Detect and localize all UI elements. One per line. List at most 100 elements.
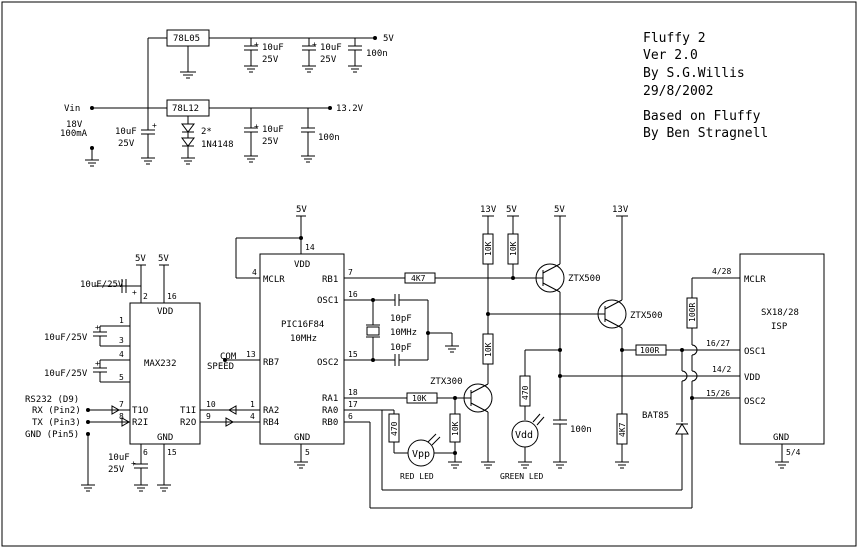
svg-text:9: 9 — [206, 412, 211, 421]
svg-text:OSC2: OSC2 — [317, 358, 339, 368]
svg-text:5: 5 — [119, 373, 124, 382]
svg-text:10uF: 10uF — [108, 453, 130, 463]
out-13v-label: 13.2V — [336, 104, 364, 114]
svg-text:4: 4 — [252, 268, 257, 277]
title-line-1: Fluffy 2 — [643, 31, 706, 46]
svg-text:VDD: VDD — [294, 260, 310, 270]
svg-text:GND: GND — [157, 433, 173, 443]
pic-body — [259, 253, 345, 445]
svg-text:15/26: 15/26 — [706, 389, 730, 398]
svg-text:RA1: RA1 — [322, 394, 338, 404]
svg-text:5V: 5V — [135, 254, 146, 264]
svg-text:6: 6 — [143, 448, 148, 457]
green-led-stage: 470 Vdd GREEN LED 100n — [500, 348, 740, 481]
svg-text:100R: 100R — [640, 346, 659, 355]
rs232-tx: TX (Pin3) — [32, 418, 81, 428]
svg-text:4: 4 — [250, 412, 255, 421]
svg-text:GND: GND — [773, 433, 789, 443]
svg-text:10K: 10K — [412, 394, 427, 403]
reg1-label: 78L05 — [173, 34, 200, 44]
svg-text:4K7: 4K7 — [411, 274, 426, 283]
svg-text:8: 8 — [119, 412, 124, 421]
svg-text:T1O: T1O — [132, 406, 148, 416]
svg-text:+: + — [254, 40, 259, 49]
svg-text:T1I: T1I — [180, 406, 196, 416]
svg-text:100n: 100n — [366, 49, 388, 59]
svg-text:4/28: 4/28 — [712, 267, 731, 276]
svg-text:16: 16 — [348, 290, 358, 299]
svg-text:25V: 25V — [320, 55, 337, 65]
svg-text:10uF: 10uF — [262, 43, 284, 53]
title-line-2: Ver 2.0 — [643, 48, 698, 63]
svg-text:MCLR: MCLR — [263, 275, 285, 285]
svg-text:2: 2 — [143, 292, 148, 301]
svg-text:ISP: ISP — [771, 322, 788, 332]
svg-text:5V: 5V — [296, 205, 307, 215]
svg-text:SPEED: SPEED — [207, 362, 234, 372]
svg-text:10K: 10K — [509, 241, 518, 256]
svg-text:+: + — [312, 40, 317, 49]
svg-text:10K: 10K — [484, 342, 493, 357]
svg-text:1N4148: 1N4148 — [201, 140, 234, 150]
svg-text:5V: 5V — [554, 205, 565, 215]
transistor-ztx300 — [463, 383, 493, 413]
svg-text:470: 470 — [521, 385, 530, 400]
svg-text:OSC1: OSC1 — [744, 347, 766, 357]
svg-text:25V: 25V — [118, 139, 135, 149]
green-led-label: GREEN LED — [500, 472, 544, 481]
svg-text:RA0: RA0 — [322, 406, 338, 416]
svg-text:GND: GND — [294, 433, 310, 443]
based-on-line-1: Based on Fluffy — [643, 109, 761, 124]
svg-text:BAT85: BAT85 — [642, 411, 669, 421]
svg-text:3: 3 — [119, 336, 124, 345]
svg-text:6: 6 — [348, 412, 353, 421]
svg-text:10uF: 10uF — [262, 125, 284, 135]
cap-5v-3: 100n — [348, 38, 388, 73]
svg-text:ZTX300: ZTX300 — [430, 377, 463, 387]
svg-text:Vpp: Vpp — [412, 449, 430, 460]
vin-label: Vin — [64, 104, 80, 114]
svg-text:10MHz: 10MHz — [390, 328, 417, 338]
svg-text:VDD: VDD — [744, 373, 760, 383]
svg-text:7: 7 — [119, 400, 124, 409]
cap-vin: + 10uF 25V — [115, 108, 157, 165]
isp-body — [739, 253, 825, 445]
diodes-1n4148: 2* 1N4148 — [181, 116, 234, 165]
svg-text:RB0: RB0 — [322, 418, 338, 428]
red-led-label: RED LED — [400, 472, 434, 481]
svg-text:15: 15 — [167, 448, 177, 457]
svg-text:10uF/25V: 10uF/25V — [44, 369, 88, 379]
svg-text:RB1: RB1 — [322, 275, 338, 285]
svg-text:MAX232: MAX232 — [144, 359, 177, 369]
svg-text:ZTX500: ZTX500 — [630, 311, 663, 321]
svg-text:10: 10 — [206, 400, 216, 409]
cap-5v-2: + 10uF 25V — [302, 38, 342, 73]
svg-text:13: 13 — [246, 350, 256, 359]
rs232-gnd: GND (Pin5) — [25, 430, 79, 440]
svg-text:SX18/28: SX18/28 — [761, 308, 799, 318]
svg-text:25V: 25V — [262, 55, 279, 65]
red-led-stage: 18 10K ZTX300 10K 10K 17 470 Vpp — [344, 333, 495, 481]
svg-text:2*: 2* — [201, 127, 212, 137]
svg-text:100n: 100n — [318, 133, 340, 143]
cap-13v-2: 100n — [301, 108, 340, 163]
svg-text:10uF: 10uF — [320, 43, 342, 53]
svg-text:10uF: 10uF — [115, 127, 137, 137]
svg-text:13V: 13V — [480, 205, 497, 215]
svg-text:100R: 100R — [688, 303, 697, 322]
cap-5v-1: + 10uF 25V — [244, 38, 284, 73]
svg-text:+: + — [254, 122, 259, 131]
vin-spec-2: 100mA — [60, 129, 88, 139]
power-supply: 78L05 5V + 10uF 25V + 10uF 25V — [60, 29, 394, 167]
svg-text:OSC1: OSC1 — [317, 296, 339, 306]
svg-text:10MHz: 10MHz — [290, 334, 317, 344]
svg-text:15: 15 — [348, 350, 358, 359]
max232: VDD MAX232 GND T1O R2I T1I R2O 5V 5V 2 1… — [25, 254, 260, 492]
svg-text:R2I: R2I — [132, 418, 148, 428]
svg-text:10uF/25V: 10uF/25V — [80, 280, 124, 290]
svg-text:14: 14 — [305, 243, 315, 252]
svg-text:10uF/25V: 10uF/25V — [44, 333, 88, 343]
